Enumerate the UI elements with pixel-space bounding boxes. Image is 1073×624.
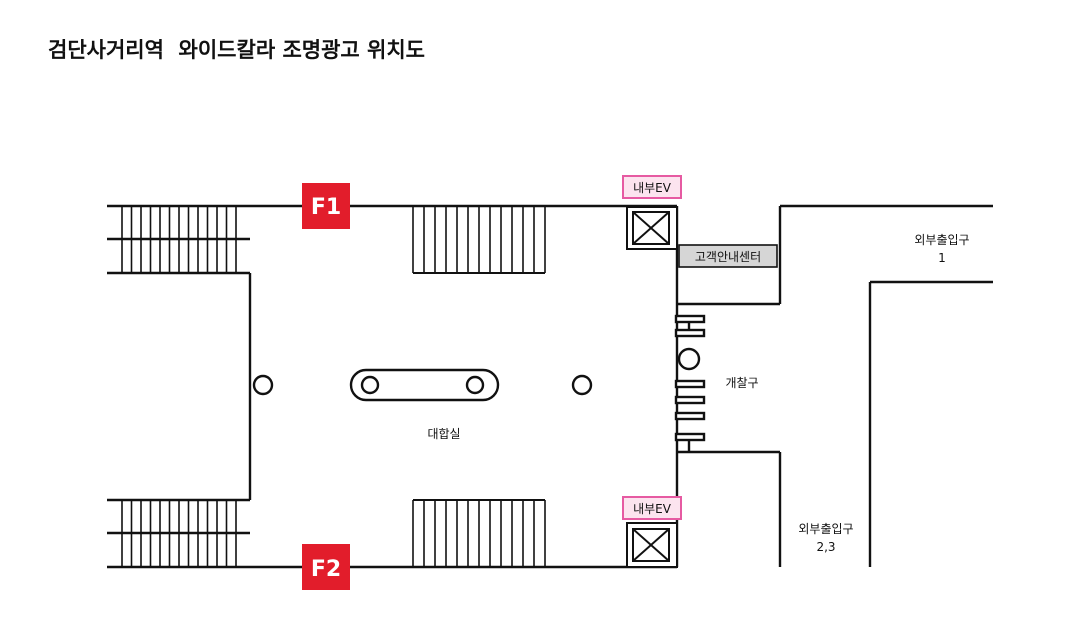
ticket-gates	[674, 304, 706, 452]
ad-marker-f2: F2	[302, 544, 350, 590]
gate-column-circle	[677, 347, 701, 371]
stairs-center-bottom	[412, 499, 546, 567]
exit-1-label-line2: 1	[938, 251, 946, 265]
pillar-right	[571, 374, 593, 396]
ad-marker-f1-label: F1	[311, 195, 341, 220]
elevator-tag-top: 내부EV	[622, 175, 682, 199]
elevator-bottom-label: 내부EV	[633, 502, 672, 516]
stairs-left-top	[121, 206, 237, 273]
customer-center: 고객안내센터	[678, 244, 778, 268]
elevator-top-label: 내부EV	[633, 181, 672, 195]
ad-marker-f2-label: F2	[311, 557, 341, 582]
page-title: 검단사거리역 와이드칼라 조명광고 위치도	[48, 38, 426, 62]
bench	[349, 368, 500, 402]
ticket-gate-label: 개찰구	[725, 376, 758, 390]
ad-marker-f1: F1	[302, 183, 350, 229]
customer-center-label: 고객안내센터	[695, 250, 761, 264]
exit-1-label-line1: 외부출입구	[914, 233, 969, 247]
exit-23-label-line2: 2,3	[816, 540, 835, 554]
stairs-left-bottom	[121, 500, 237, 567]
stairs-center-top	[412, 206, 546, 274]
elevator-top	[626, 206, 678, 250]
exit-23-label-line1: 외부출입구	[798, 522, 853, 536]
elevator-bottom	[626, 522, 678, 568]
concourse-label: 대합실	[427, 427, 460, 441]
elevator-tag-bottom: 내부EV	[622, 496, 682, 520]
pillar-left	[252, 374, 274, 396]
